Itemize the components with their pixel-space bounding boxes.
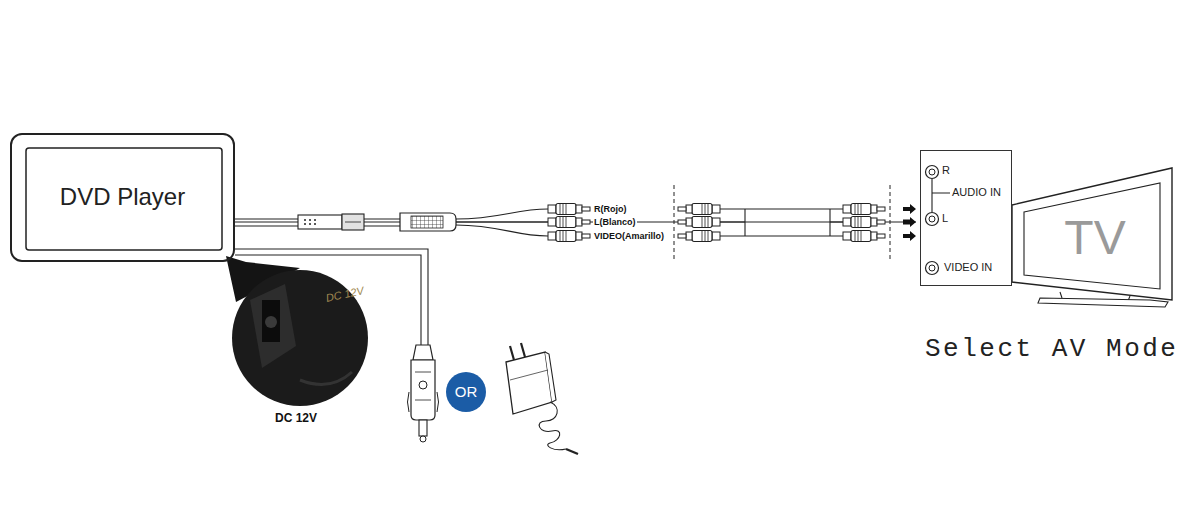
car-plug [420, 436, 426, 442]
power-cable [235, 255, 421, 345]
rca-cable [674, 185, 916, 262]
or-circle: OR [446, 372, 486, 412]
dvd-screen-frame [26, 148, 222, 250]
rca-cable [678, 217, 720, 228]
tv-set [1024, 183, 1160, 289]
wall-adapter [506, 343, 578, 454]
av-cable [314, 223, 316, 225]
av-cable [456, 225, 548, 236]
inset-port-label: DC 12V [325, 284, 365, 305]
wall-adapter [506, 352, 552, 414]
rca-cable [674, 185, 890, 262]
wire-color-label: VIDEO(Amarillo) [593, 231, 665, 242]
zoom-inset [226, 256, 368, 406]
wall-adapter [566, 449, 578, 454]
input-jacks [926, 213, 939, 226]
input-jacks [926, 262, 939, 275]
rca-cable [720, 209, 843, 236]
rca-cable [843, 204, 885, 215]
power-cable [235, 249, 428, 345]
av-cable [548, 204, 590, 215]
av-input-panel: RAUDIO IN L VIDEO IN [920, 150, 1012, 286]
av-cable [411, 216, 443, 228]
rca-cable [678, 204, 720, 215]
rca-cable [903, 231, 916, 241]
input-jacks [929, 265, 935, 271]
av-cable [456, 221, 548, 222]
instruction-note: Select AV Mode [925, 334, 1178, 364]
car-plug [413, 345, 433, 360]
av-cable [309, 223, 311, 225]
rca-cable [903, 204, 916, 214]
input-jacks [926, 166, 951, 275]
av-cable [314, 219, 316, 221]
input-jacks [926, 166, 939, 179]
input-jacks [929, 169, 935, 175]
wire-color-label: L(Blanco) [593, 217, 637, 228]
wall-adapter [539, 402, 566, 450]
zoom-inset [232, 270, 368, 406]
node-text: TV [1064, 209, 1125, 267]
dvd-screen-frame [26, 148, 222, 250]
car-plug [408, 392, 439, 412]
input-jacks [929, 216, 935, 222]
av-cable [548, 231, 590, 242]
wall-adapter [510, 370, 548, 380]
car-plug [415, 372, 431, 400]
wire-color-label: R(Rojo) [593, 204, 628, 215]
rca-cable [843, 231, 885, 242]
av-cable [364, 219, 400, 226]
av-cable [456, 209, 548, 219]
av-cable [400, 213, 456, 231]
node-text: DVD Player [60, 183, 185, 212]
zoom-inset [300, 372, 352, 385]
tv-set [1012, 168, 1172, 300]
tv-set [1012, 168, 1172, 307]
input-jacks [932, 179, 950, 212]
node-text: OR [455, 383, 478, 401]
node-text: AUDIO IN [952, 186, 1001, 199]
dvd-player-box: DVD Player [10, 133, 235, 262]
av-cable [309, 219, 311, 221]
av-cable [342, 214, 364, 230]
av-cable [345, 222, 361, 223]
av-cable [548, 217, 590, 228]
zoom-inset [262, 300, 280, 342]
car-plug [419, 420, 427, 436]
rca-cable [843, 217, 885, 228]
zoom-inset [250, 284, 296, 368]
rca-cable [678, 231, 720, 242]
av-cable [298, 215, 342, 229]
node-text: VIDEO IN [944, 261, 992, 274]
circle-fill [446, 372, 486, 412]
power-cable [235, 249, 428, 345]
av-cable [235, 219, 300, 226]
node-text: R [942, 164, 950, 177]
av-cable [304, 223, 306, 225]
node-text: L [942, 212, 948, 225]
tv-set [1038, 298, 1168, 307]
wall-adapter [545, 352, 556, 402]
av-cable [235, 204, 590, 242]
zoom-inset [265, 316, 277, 328]
car-plug [419, 381, 427, 389]
power-label: DC 12V [275, 411, 317, 425]
car-plug [411, 360, 435, 420]
tv-screen: TV [1035, 198, 1155, 278]
av-cable [304, 219, 306, 221]
car-plug [408, 345, 439, 442]
